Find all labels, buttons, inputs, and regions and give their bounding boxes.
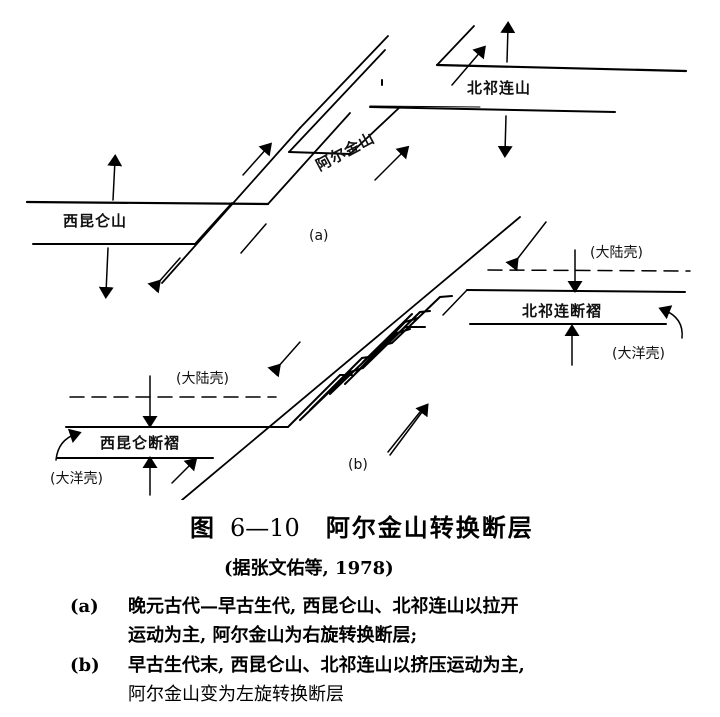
label-west-kunlun: 西昆仑山	[63, 212, 128, 230]
fault-diagram	[25, 21, 691, 500]
note-a-tag: (a)	[70, 596, 99, 617]
note-a-line-2: 运动为主, 阿尔金山为右旋转换断层;	[128, 625, 418, 646]
figure-title: 图 6—10 阿尔金山转换断层	[190, 508, 534, 543]
panel-a-label: (a)	[309, 228, 329, 244]
note-b-tag: (b)	[70, 655, 100, 676]
note-b: (b) 早古生代末, 西昆仑山、北祁连山以挤压运动为主,	[70, 651, 525, 677]
note-b-line-1: 早古生代末, 西昆仑山、北祁连山以挤压运动为主,	[128, 655, 525, 676]
panel-a-lines	[25, 21, 688, 299]
note-b-line-2: 阿尔金山变为左旋转换断层	[128, 684, 344, 705]
panel-b-label: (b)	[348, 457, 368, 473]
figure-prefix: 图	[190, 513, 216, 542]
figure-title-text: 阿尔金山转换断层	[325, 513, 534, 542]
label-west-kunlun-fold: 西昆仑断褶	[100, 434, 181, 452]
panel-b-lines	[55, 216, 691, 500]
figure-source: (据张文佑等, 1978)	[224, 558, 394, 579]
label-north-qilian-fold: 北祁连断褶	[522, 302, 603, 320]
note-a: (a) 晚元古代—早古生代, 西昆仑山、北祁连山以拉开	[70, 592, 519, 618]
label-oceanic-crust-east: (大洋壳)	[612, 346, 665, 362]
figure-number: 6—10	[230, 514, 300, 542]
label-oceanic-crust-west: (大洋壳)	[50, 471, 103, 487]
label-north-qilian: 北祁连山	[467, 79, 532, 97]
label-continental-crust-west: (大陆壳)	[176, 371, 229, 387]
label-continental-crust-east: (大陆壳)	[590, 245, 643, 261]
note-a-line-1: 晚元古代—早古生代, 西昆仑山、北祁连山以拉开	[128, 596, 519, 617]
